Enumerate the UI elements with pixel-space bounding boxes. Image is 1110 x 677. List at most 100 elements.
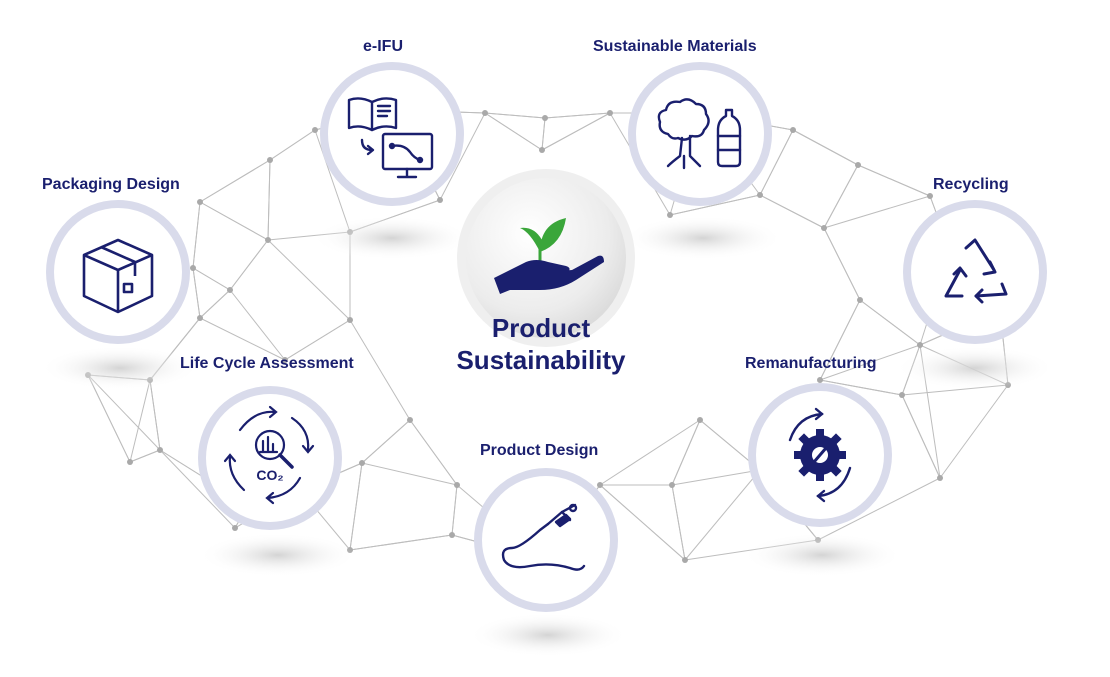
mesh-line (361, 462, 458, 486)
mesh-line (129, 379, 151, 463)
co2-text-glyph: CO₂ (256, 467, 283, 483)
mesh-line (671, 419, 701, 486)
center-hub (457, 169, 635, 347)
mesh-dot (190, 265, 196, 271)
mesh-line (267, 239, 351, 321)
co2-analysis-icon (223, 405, 315, 505)
mesh-line (541, 112, 611, 151)
mesh-line (192, 267, 231, 291)
mesh-dot (817, 377, 823, 383)
mesh-line (759, 194, 825, 229)
mesh-dot (697, 417, 703, 423)
manual-to-screen-icon (347, 97, 434, 179)
mesh-line (159, 449, 236, 529)
mesh-line (349, 462, 363, 551)
mesh-line (599, 484, 686, 561)
mesh-line (87, 374, 131, 463)
mesh-line (669, 194, 761, 216)
mesh-dot (157, 447, 163, 453)
mesh-dot (312, 127, 318, 133)
mesh-dot (682, 557, 688, 563)
center-title-line2: Sustainability (456, 345, 626, 375)
mesh-dot (790, 127, 796, 133)
label-life-cycle-assessment: Life Cycle Assessment (180, 355, 354, 372)
mesh-line (199, 317, 286, 361)
mesh-line (544, 112, 611, 119)
mesh-line (267, 159, 271, 241)
mesh-dot (265, 237, 271, 243)
node-product-design (474, 468, 618, 612)
mesh-dot (437, 197, 443, 203)
label-product-design: Product Design (480, 442, 599, 459)
box-icon (82, 238, 154, 314)
mesh-dot (607, 110, 613, 116)
network-nodes (85, 107, 1011, 563)
mesh-dot (282, 357, 288, 363)
mesh-dot (821, 225, 827, 231)
center-title-line1: Product (491, 313, 591, 343)
mesh-line (817, 477, 941, 541)
mesh-line (349, 319, 411, 421)
label-remanufacturing: Remanufacturing (745, 355, 877, 372)
mesh-line (361, 419, 411, 464)
label-packaging-design: Packaging Design (42, 176, 180, 193)
node-e-ifu (320, 62, 464, 206)
mesh-dot (667, 212, 673, 218)
mesh-line (599, 419, 701, 486)
mesh-line (314, 129, 351, 233)
mesh-line (129, 449, 161, 463)
node-life-cycle-assessment: CO₂ (198, 386, 342, 530)
mesh-dot (359, 460, 365, 466)
mesh-line (269, 129, 316, 161)
center-title: Product Sustainability (441, 312, 641, 376)
mesh-line (149, 379, 161, 451)
mesh-dot (927, 193, 933, 199)
mesh-dot (899, 392, 905, 398)
plant-in-hand-icon (494, 218, 604, 294)
gear-cycle-icon (788, 407, 852, 503)
mesh-line (823, 164, 859, 229)
mesh-line (819, 344, 921, 381)
mesh-line (684, 469, 761, 561)
mesh-dot (197, 199, 203, 205)
mesh-line (439, 112, 486, 201)
mesh-line (819, 379, 903, 396)
recycle-icon (944, 238, 1008, 304)
mesh-line (823, 227, 861, 301)
mesh-line (199, 159, 271, 203)
mesh-dot (197, 315, 203, 321)
mesh-line (199, 289, 231, 319)
mesh-line (229, 239, 269, 291)
endoscope-icon (501, 503, 586, 571)
mesh-dot (449, 532, 455, 538)
mesh-line (859, 299, 921, 346)
mesh-line (792, 129, 859, 166)
mesh-line (199, 201, 269, 241)
mesh-line (939, 384, 1009, 479)
mesh-line (901, 394, 941, 479)
mesh-line (857, 164, 931, 197)
node-recycling (903, 200, 1047, 344)
mesh-dot (539, 147, 545, 153)
mesh-line (541, 117, 546, 151)
node-shadows (40, 216, 1055, 657)
mesh-line (671, 469, 761, 486)
mesh-dot (597, 482, 603, 488)
mesh-dot (482, 110, 488, 116)
mesh-line (192, 267, 201, 319)
label-recycling: Recycling (933, 176, 1009, 193)
mesh-line (409, 419, 458, 486)
mesh-dot (454, 482, 460, 488)
mesh-dot (407, 417, 413, 423)
mesh-line (671, 484, 686, 561)
mesh-dot (937, 475, 943, 481)
node-remanufacturing (748, 383, 892, 527)
mesh-dot (227, 287, 233, 293)
mesh-dot (232, 525, 238, 531)
mesh-dot (669, 482, 675, 488)
label-sustainable-materials: Sustainable Materials (593, 38, 757, 55)
mesh-line (819, 299, 861, 381)
node-sustainable-materials (628, 62, 772, 206)
mesh-line (823, 195, 931, 229)
